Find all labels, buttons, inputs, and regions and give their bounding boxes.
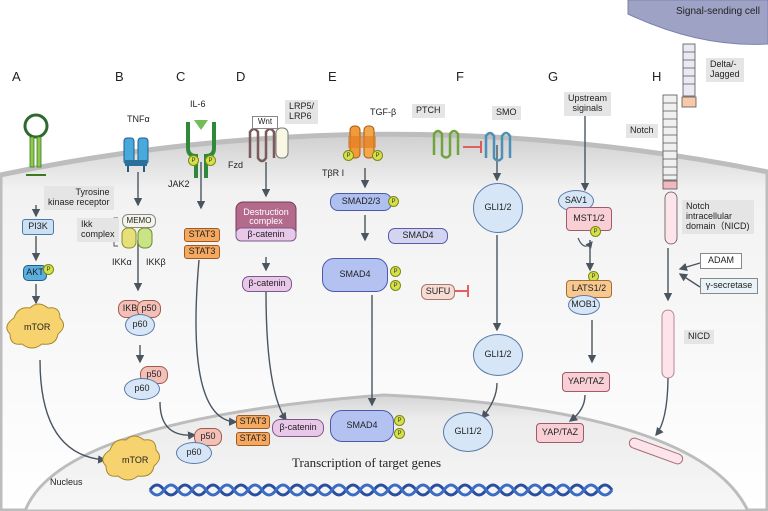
- phosphate-icon: P: [205, 155, 216, 166]
- tyrosine-kinase-label: Tyrosine kinase receptor: [44, 186, 114, 210]
- destruction-complex-label: Destruction complex: [243, 206, 289, 226]
- phosphate-icon: P: [390, 266, 401, 277]
- stat3-node: STAT3: [184, 245, 220, 259]
- p60-node: p60: [125, 314, 155, 336]
- yap-taz-node: YAP/TAZ: [562, 372, 610, 392]
- stat3-node: STAT3: [184, 228, 220, 242]
- notch-label: Notch: [626, 124, 658, 138]
- beta-catenin-node: β-catenin: [242, 276, 292, 292]
- smad-nuclear-node: SMAD4: [330, 410, 394, 442]
- mtor-label: mTOR: [24, 322, 51, 332]
- mtor-nuclear-blob: [102, 435, 160, 481]
- panel-b-label: B: [115, 69, 124, 84]
- smad-complex-node: SMAD4: [322, 258, 388, 292]
- nicd-label: NICD: [684, 330, 714, 344]
- phosphate-icon: P: [372, 150, 383, 161]
- tyrosine-kinase-receptor-icon: [23, 113, 49, 176]
- ikk-beta-label: IKKβ: [146, 257, 166, 267]
- transcription-label: Transcription of target genes: [292, 455, 442, 470]
- mtor-blob: [6, 303, 64, 349]
- tnf-alpha-label: TNFα: [127, 114, 150, 124]
- inhibition-marks: [453, 141, 482, 297]
- beta-catenin-bound-label: β-catenin: [247, 228, 285, 239]
- jak2-label: JAK2: [168, 179, 190, 189]
- gli-nuclear-node: GLI1/2: [443, 412, 493, 452]
- adam-node: ADAM: [700, 253, 742, 269]
- stat3-nuclear-node: STAT3: [236, 432, 270, 446]
- stat3-nuclear-node: STAT3: [236, 415, 270, 429]
- phosphate-icon: P: [188, 155, 199, 166]
- phosphate-icon: P: [394, 415, 405, 426]
- p60-nuclear-node: p60: [176, 442, 212, 464]
- tgf-beta-receptor-icon: [348, 125, 376, 159]
- p60-free-node: p60: [124, 378, 160, 400]
- memo-node: MEMO: [122, 214, 156, 228]
- frizzled-receptor-icon: [248, 127, 276, 163]
- nicd-description-label: Notch intracellular domain（NICD): [682, 200, 754, 234]
- phosphate-icon: P: [388, 196, 399, 207]
- nucleus-label: Nucleus: [50, 477, 83, 487]
- phosphate-icon: P: [43, 264, 54, 275]
- panel-d-label: D: [236, 69, 246, 84]
- delta-jagged-label: Delta/- Jagged: [706, 58, 744, 82]
- mtor-nuclear-label: mTOR: [122, 455, 149, 465]
- tbr-label: TβR I: [322, 168, 345, 178]
- dna-helix-icon: [148, 483, 614, 497]
- mob1-node: MOB1: [568, 295, 600, 315]
- lrp-label: LRP5/ LRP6: [285, 100, 319, 124]
- gli-node: GLI1/2: [473, 183, 523, 233]
- panel-g-label: G: [548, 69, 559, 84]
- panel-f-label: F: [456, 69, 464, 84]
- ptch-receptor-icon: [432, 129, 460, 159]
- tgf-beta-label: TGF-β: [370, 107, 397, 117]
- panel-h-label: H: [652, 69, 662, 84]
- wnt-node: Wnt: [252, 116, 278, 129]
- fzd-label: Fzd: [228, 160, 244, 170]
- phosphate-icon: P: [590, 226, 601, 237]
- phosphate-icon: P: [394, 428, 405, 439]
- phosphate-icon: P: [343, 150, 354, 161]
- sufu-node: SUFU: [421, 284, 455, 300]
- il6-label: IL-6: [190, 99, 206, 109]
- smad4-node: SMAD4: [388, 228, 448, 244]
- gli-free-node: GLI1/2: [473, 334, 523, 376]
- panel-c-label: C: [176, 69, 186, 84]
- yap-taz-nuclear-node: YAP/TAZ: [536, 423, 584, 443]
- beta-catenin-nuclear-node: β-catenin: [272, 419, 324, 437]
- pi3k-node: PI3K: [22, 219, 54, 235]
- smo-receptor-icon: [484, 131, 512, 162]
- smo-label: SMO: [492, 106, 521, 120]
- ptch-label: PTCH: [412, 104, 445, 118]
- gamma-secretase-node: γ-secretase: [700, 278, 758, 294]
- upstream-signals-label: Upstream siginals: [564, 92, 612, 116]
- pathway-arrows: [31, 110, 701, 464]
- delta-jagged-ligand-icon: [681, 43, 697, 108]
- mst-node: MST1/2: [566, 207, 612, 231]
- ikk-alpha-label: IKKα: [112, 257, 132, 267]
- notch-receptor-icon: [662, 94, 678, 245]
- panel-a-label: A: [12, 69, 21, 84]
- phosphate-icon: P: [390, 280, 401, 291]
- signal-sending-cell-label: Signal-sending cell: [676, 6, 760, 17]
- panel-e-label: E: [328, 69, 337, 84]
- smad23-node: SMAD2/3: [330, 193, 392, 211]
- tnf-receptor-icon: [123, 137, 149, 172]
- ikk-complex-label: Ikk complex: [77, 218, 119, 242]
